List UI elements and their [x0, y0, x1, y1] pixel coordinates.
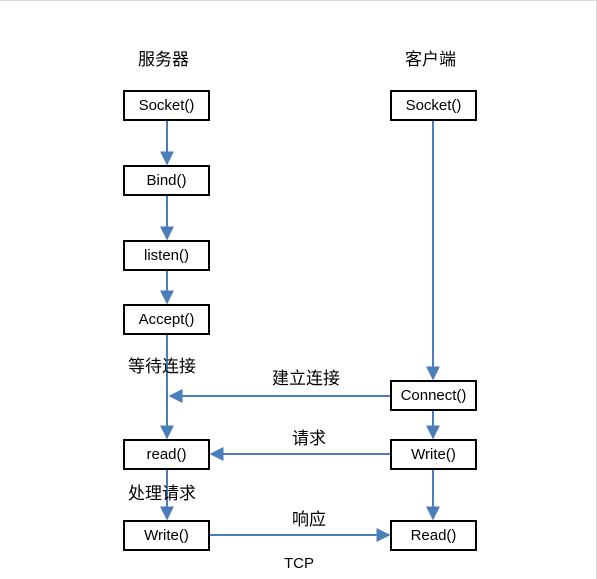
establish-connection-label: 建立连接 — [272, 369, 340, 388]
process-request-label: 处理请求 — [128, 484, 196, 503]
server-accept-box: Accept() — [123, 304, 210, 335]
request-label: 请求 — [292, 429, 326, 448]
server-column-title: 服务器 — [138, 50, 189, 69]
top-border-line — [0, 0, 597, 1]
server-socket-box: Socket() — [123, 90, 210, 121]
client-write-box: Write() — [390, 439, 477, 470]
client-connect-box: Connect() — [390, 380, 477, 411]
server-write-box: Write() — [123, 520, 210, 551]
response-label: 响应 — [292, 510, 326, 529]
tcp-caption: TCP — [284, 555, 314, 572]
client-column-title: 客户端 — [405, 50, 456, 69]
server-bind-box: Bind() — [123, 165, 210, 196]
client-socket-box: Socket() — [390, 90, 477, 121]
server-read-box: read() — [123, 439, 210, 470]
waiting-connection-label: 等待连接 — [128, 357, 196, 376]
server-listen-box: listen() — [123, 240, 210, 271]
client-read-box: Read() — [390, 520, 477, 551]
